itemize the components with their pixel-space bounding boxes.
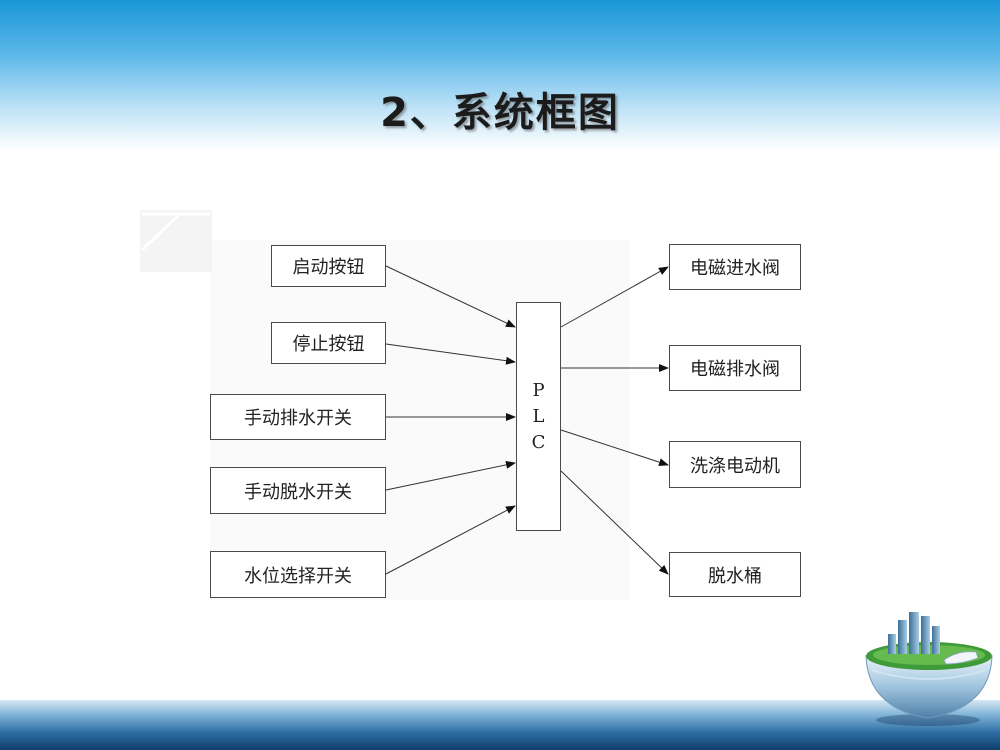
input-water-level-switch: 水位选择开关 bbox=[210, 551, 386, 598]
arrow-plc-to-spin-tub bbox=[560, 470, 669, 575]
input-manual-drain-switch: 手动排水开关 bbox=[210, 394, 386, 440]
input-manual-spin-switch: 手动脱水开关 bbox=[210, 467, 386, 514]
input-stop-button: 停止按钮 bbox=[271, 322, 386, 364]
output-spin-tub: 脱水桶 bbox=[669, 552, 801, 597]
header-gradient bbox=[0, 0, 1000, 150]
plc-letter-l: L bbox=[532, 405, 545, 427]
input-start-button: 启动按钮 bbox=[271, 245, 386, 287]
arrow-start-to-plc bbox=[385, 265, 516, 328]
output-drain-valve: 电磁排水阀 bbox=[669, 345, 801, 391]
output-wash-motor: 洗涤电动机 bbox=[669, 441, 801, 488]
plc-controller: P L C bbox=[516, 302, 561, 531]
decorative-corner-mark bbox=[140, 210, 212, 272]
plc-letter-p: P bbox=[532, 379, 545, 401]
arrow-plc-to-inlet-valve bbox=[560, 266, 669, 328]
arrow-stop-to-plc bbox=[385, 343, 516, 365]
city-globe-illustration bbox=[865, 612, 993, 726]
page-title: 2、系统框图 bbox=[380, 90, 620, 136]
arrow-level-to-plc bbox=[385, 505, 516, 575]
arrow-plc-to-wash-motor bbox=[560, 429, 669, 467]
output-inlet-valve: 电磁进水阀 bbox=[669, 244, 801, 290]
arrow-manual-spin-to-plc bbox=[385, 460, 516, 491]
footer-gradient bbox=[0, 700, 1000, 750]
plc-letter-c: C bbox=[531, 431, 546, 453]
